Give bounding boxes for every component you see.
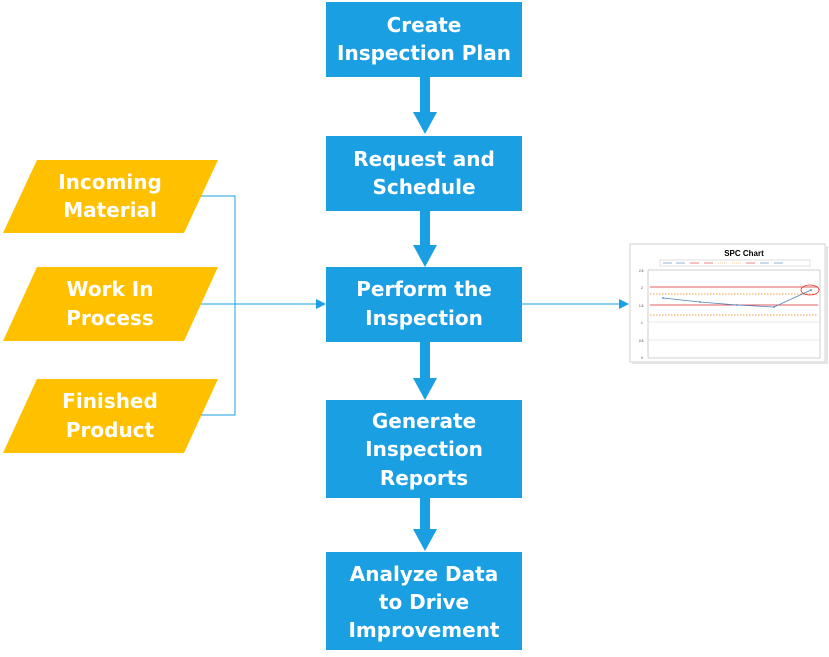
spc-y-ticks: 2.5 2 1.5 1 0.5 0: [639, 269, 644, 360]
input-work-in-process: Work In Process: [3, 267, 218, 341]
process-box-analyze-data: Analyze Data to Drive Improvement: [326, 552, 522, 650]
input-label-line1: Finished: [62, 389, 158, 413]
arrow-perform-to-generate: [413, 342, 437, 400]
arrow-request-to-perform: [413, 211, 437, 267]
spc-out-of-control-highlight: [800, 284, 820, 296]
process-box-generate-inspection-reports: Generate Inspection Reports: [326, 400, 522, 498]
box-label-line1: Request and: [353, 147, 495, 171]
arrowhead-to-perform: [316, 299, 326, 309]
box-label-line1: Perform the: [356, 277, 492, 301]
process-box-perform-the-inspection: Perform the Inspection: [326, 267, 522, 342]
spc-plot-area: 2.5 2 1.5 1 0.5 0: [639, 269, 821, 360]
box-label-line3: Improvement: [348, 618, 499, 642]
spc-y-tick: 1.5: [639, 304, 644, 308]
box-label-line2: to Drive: [379, 590, 469, 614]
input-finished-product: Finished Product: [3, 379, 218, 453]
flow-arrows: [413, 77, 437, 551]
input-label-line2: Product: [66, 418, 155, 442]
spc-chart-thumbnail: SPC Chart 2.5 2: [629, 243, 828, 364]
spc-y-tick: 1: [641, 321, 643, 325]
box-label-line3: Reports: [380, 466, 468, 490]
spc-y-tick: 0: [641, 356, 643, 360]
box-label-line1: Create: [387, 13, 462, 37]
box-label-line2: Inspection: [365, 306, 483, 330]
spc-y-tick: 2: [641, 286, 643, 290]
connector-incoming: [201, 195, 236, 304]
box-label-line1: Generate: [372, 409, 476, 433]
input-label-line2: Material: [63, 198, 157, 222]
box-label-line2: Inspection: [365, 437, 483, 461]
process-box-create-inspection-plan: Create Inspection Plan: [326, 2, 522, 77]
input-label-line2: Process: [66, 306, 154, 330]
input-label-line1: Incoming: [58, 170, 162, 194]
spc-legend: [659, 259, 811, 267]
box-label-line2: Inspection Plan: [337, 41, 511, 65]
box-label-line2: Schedule: [372, 175, 475, 199]
connector-finished: [201, 304, 236, 416]
input-connectors: [201, 195, 318, 416]
spc-chart-title: SPC Chart: [724, 249, 764, 258]
process-box-request-and-schedule: Request and Schedule: [326, 136, 522, 211]
box-label-line1: Analyze Data: [350, 562, 498, 586]
arrow-generate-to-analyze: [413, 498, 437, 551]
spc-data-points: [662, 289, 812, 308]
spc-y-tick: 0.5: [639, 339, 644, 343]
arrow-create-to-request: [413, 77, 437, 134]
input-label-line1: Work In: [67, 277, 154, 301]
arrowhead-to-spc-chart: [619, 299, 629, 309]
input-incoming-material: Incoming Material: [3, 160, 218, 233]
spc-y-tick: 2.5: [639, 269, 644, 273]
